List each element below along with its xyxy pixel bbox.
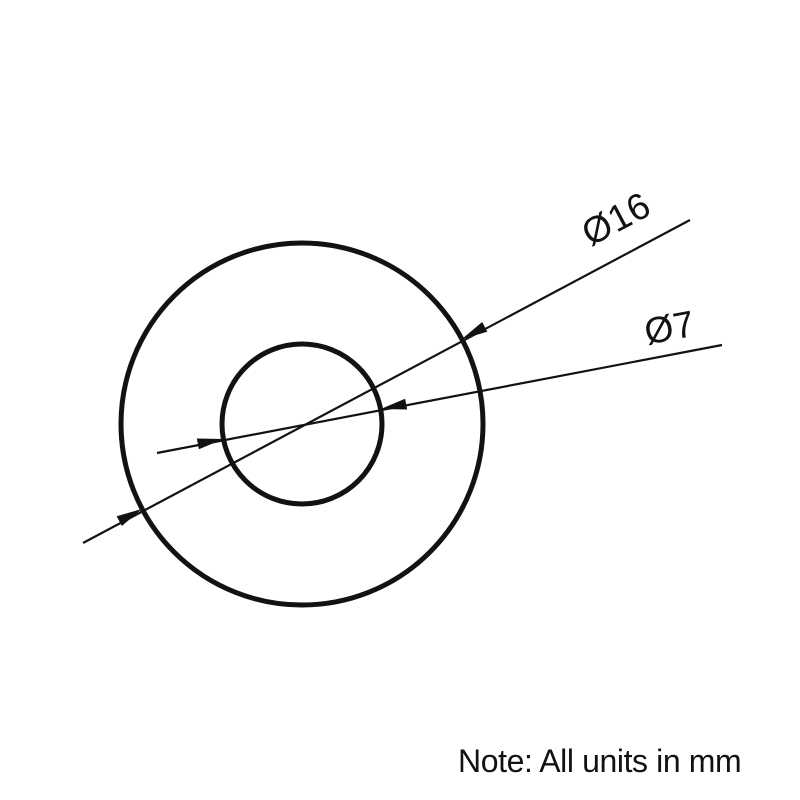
dim-line-outer [82, 219, 691, 544]
outer-diameter-dimension: Ø16 [82, 184, 691, 544]
outer-circle [118, 240, 486, 608]
arrowhead-outer-lower-icon [116, 508, 143, 526]
inner-diameter-label: Ø7 [641, 303, 698, 353]
units-note: Note: All units in mm [458, 743, 741, 779]
arrowhead-inner-right-icon [380, 398, 408, 410]
inner-diameter-dimension: Ø7 [156, 303, 723, 455]
arrowhead-outer-upper-icon [461, 322, 488, 340]
inner-circle [219, 341, 385, 507]
dim-line-inner [156, 343, 723, 455]
arrowhead-inner-left-icon [196, 438, 224, 450]
